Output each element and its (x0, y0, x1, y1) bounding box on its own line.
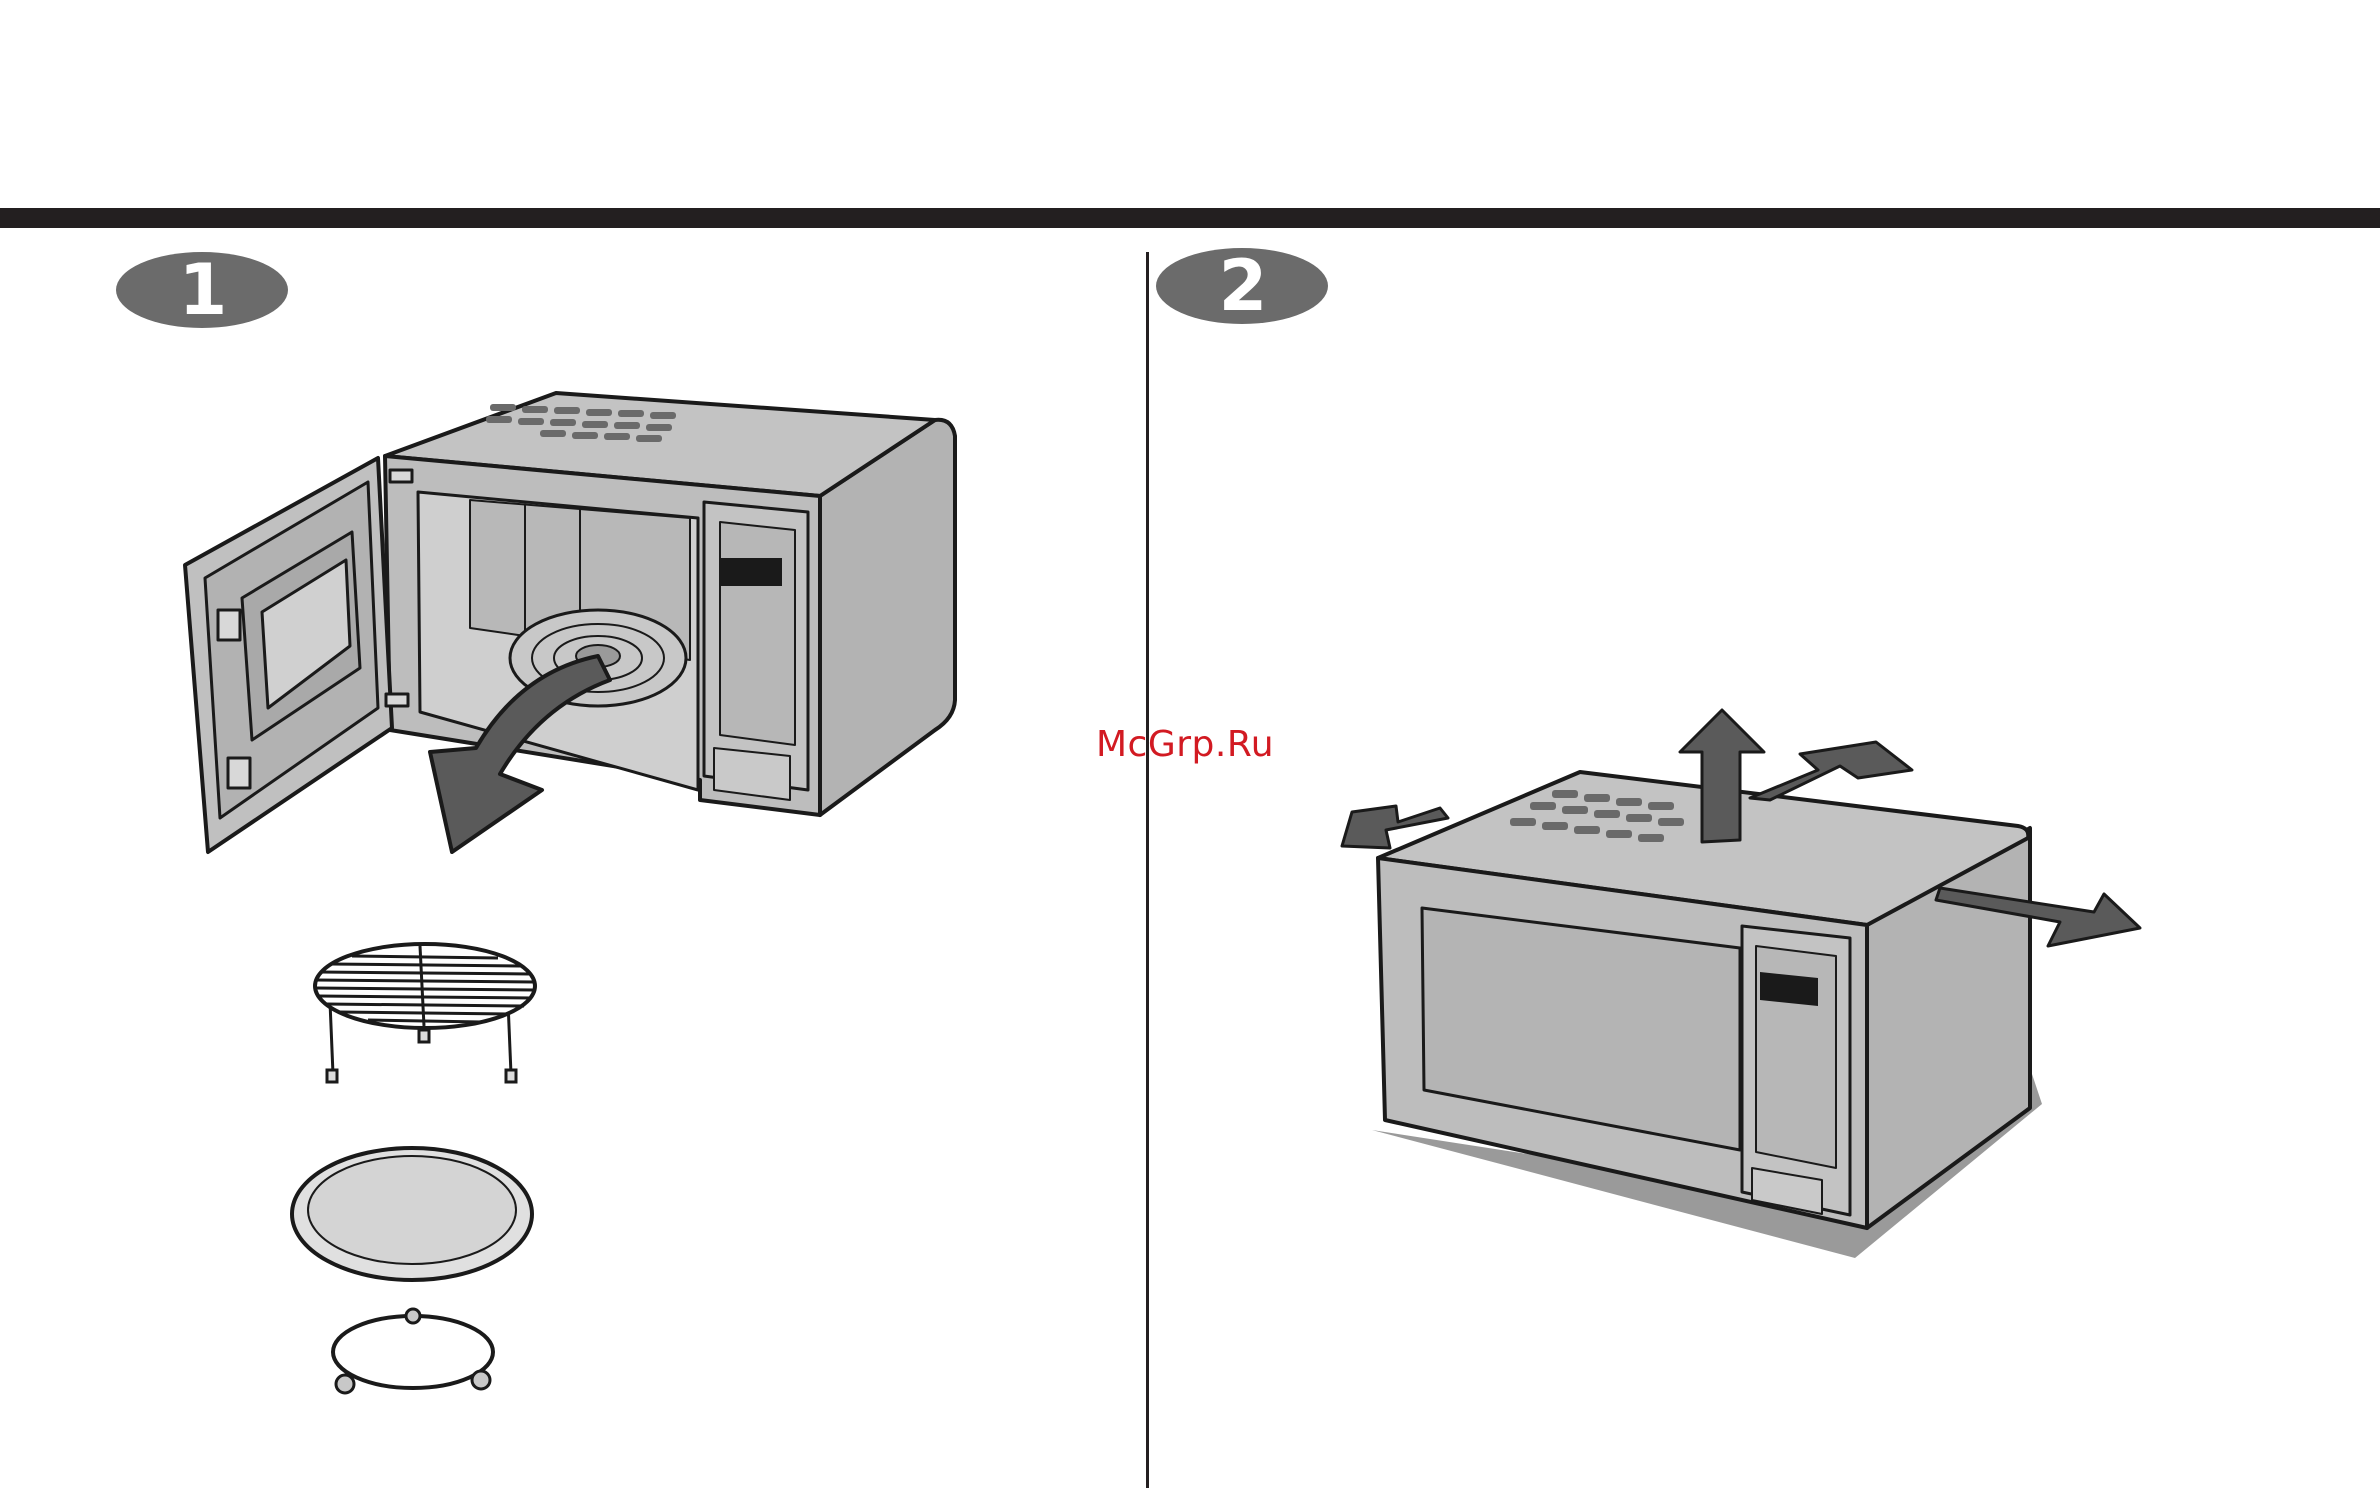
closed-microwave-illustration (1372, 772, 2042, 1258)
step-badge-1: 1 (116, 252, 288, 328)
column-divider (1146, 252, 1149, 1488)
roller-ring-icon (333, 1309, 493, 1393)
step-number: 1 (179, 255, 226, 325)
glass-tray-icon (292, 1148, 532, 1280)
open-microwave-illustration (185, 393, 955, 852)
step-badge-2: 2 (1156, 248, 1328, 324)
header-rule (0, 208, 2380, 228)
grill-rack-icon (315, 944, 535, 1082)
display-panel (720, 558, 782, 586)
step-number: 2 (1219, 251, 1266, 321)
watermark-link[interactable]: McGrp.Ru (1096, 724, 1274, 765)
